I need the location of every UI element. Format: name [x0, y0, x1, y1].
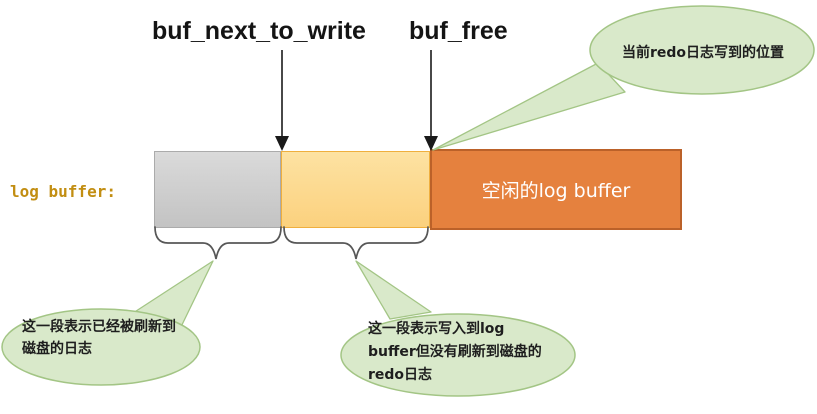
buf-free-arrowhead-icon — [424, 136, 438, 151]
segment-free-label: 空闲的log buffer — [481, 180, 631, 202]
segment-flushed-to-disk — [154, 151, 281, 228]
log-buffer-bar-label: log buffer: — [10, 182, 116, 201]
callout-bubble-left — [1, 308, 201, 386]
segment-written-not-flushed — [281, 151, 430, 228]
callout-text-flushed-segment: 这一段表示已经被刷新到 磁盘的日志 — [22, 316, 176, 360]
callout-line: 这一段表示写入到log — [368, 321, 505, 337]
callout-bubble-mid — [340, 313, 576, 397]
callout-line: buffer但没有刷新到磁盘的 — [368, 344, 542, 360]
segment-free-space: 空闲的log buffer — [430, 149, 682, 230]
callout-line: redo日志 — [368, 367, 433, 383]
callout-text-unflushed-segment: 这一段表示写入到log buffer但没有刷新到磁盘的 redo日志 — [368, 318, 542, 387]
buf-next-to-write-arrowhead-icon — [275, 136, 289, 151]
brace-unflushed-segment — [283, 226, 429, 260]
callout-line: 当前redo日志写到的位置 — [621, 45, 785, 61]
callout-text-current-write-position: 当前redo日志写到的位置 — [598, 42, 808, 62]
buf-free-label: buf_free — [409, 17, 508, 45]
callout-line: 磁盘的日志 — [22, 341, 92, 357]
callout-bubble-top — [589, 5, 815, 95]
callout-tail-mid — [355, 260, 432, 320]
brace-flushed-segment — [154, 226, 282, 260]
buf-next-to-write-label: buf_next_to_write — [152, 17, 366, 45]
callout-line: 这一段表示已经被刷新到 — [22, 319, 176, 335]
callout-tail-top — [432, 62, 626, 151]
